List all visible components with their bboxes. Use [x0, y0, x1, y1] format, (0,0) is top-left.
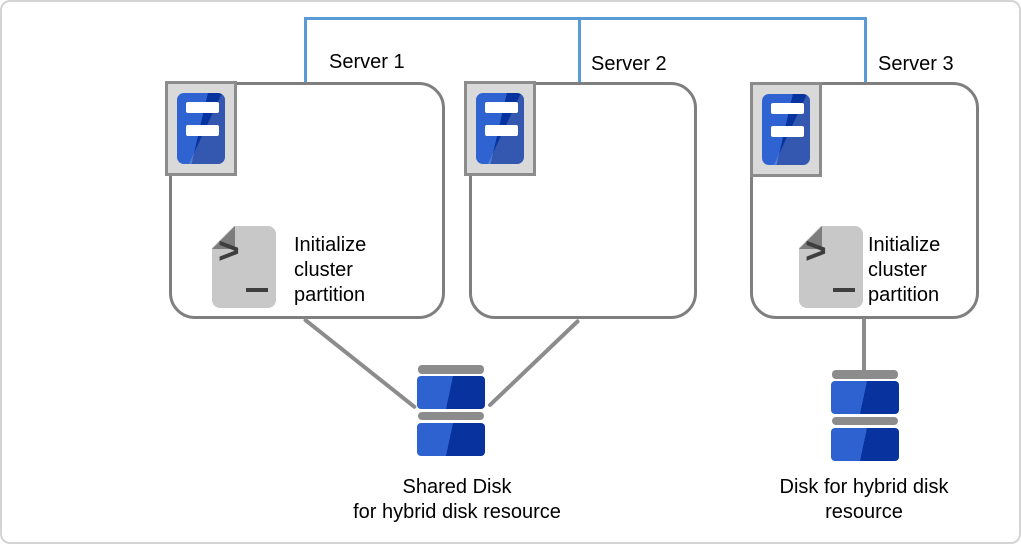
disk-cap — [418, 365, 484, 374]
caption-line: Initialize — [868, 234, 941, 256]
caption-line: partition — [868, 284, 940, 306]
disk-stack-icon — [831, 370, 899, 461]
disk-platter — [831, 381, 899, 414]
caption-line: cluster — [868, 259, 927, 281]
shell-script-icon: > — [799, 226, 863, 308]
disk-platter — [831, 428, 899, 461]
interconnect-line-horizontal — [304, 17, 867, 20]
cursor-underscore — [246, 288, 268, 292]
interconnect-drop-server-3 — [864, 17, 867, 83]
label-line: resource — [825, 501, 903, 523]
caption-line: Initialize — [294, 234, 367, 256]
server-1-script-caption: Initialize cluster partition — [294, 233, 366, 308]
label-line: Disk for hybrid disk — [779, 476, 949, 498]
connection-server1-shared-disk — [302, 317, 418, 410]
server3-disk-label: Disk for hybrid disk resource — [744, 475, 984, 525]
interconnect-drop-server-1 — [304, 17, 307, 83]
disk-cap — [832, 370, 898, 379]
caption-line: partition — [294, 284, 366, 306]
server-tower-icon — [165, 81, 237, 176]
disk-cap — [418, 412, 484, 420]
disk-platter — [417, 376, 485, 409]
server-3-label: Server 3 — [878, 53, 954, 75]
cursor-underscore — [833, 288, 855, 292]
server-2-label: Server 2 — [591, 53, 667, 75]
server-tower-body — [762, 94, 810, 165]
interconnect-drop-server-2 — [578, 17, 581, 83]
prompt-glyph: > — [805, 230, 827, 271]
server-tower-body — [177, 93, 225, 164]
label-line: Shared Disk — [402, 476, 512, 498]
caption-line: cluster — [294, 259, 353, 281]
label-line: for hybrid disk resource — [353, 501, 561, 523]
server-tower-icon — [464, 81, 536, 176]
disk-stack-icon — [417, 365, 485, 456]
server-1-label: Server 1 — [329, 51, 405, 73]
disk-cap — [832, 417, 898, 425]
connection-server3-disk — [862, 318, 866, 372]
server-tower-icon — [750, 82, 822, 177]
connection-server2-shared-disk — [487, 318, 581, 408]
server-tower-body — [476, 93, 524, 164]
server-3-script-caption: Initialize cluster partition — [868, 233, 940, 308]
shared-disk-label: Shared Disk for hybrid disk resource — [327, 475, 587, 525]
prompt-glyph: > — [218, 230, 240, 271]
disk-platter — [417, 423, 485, 456]
